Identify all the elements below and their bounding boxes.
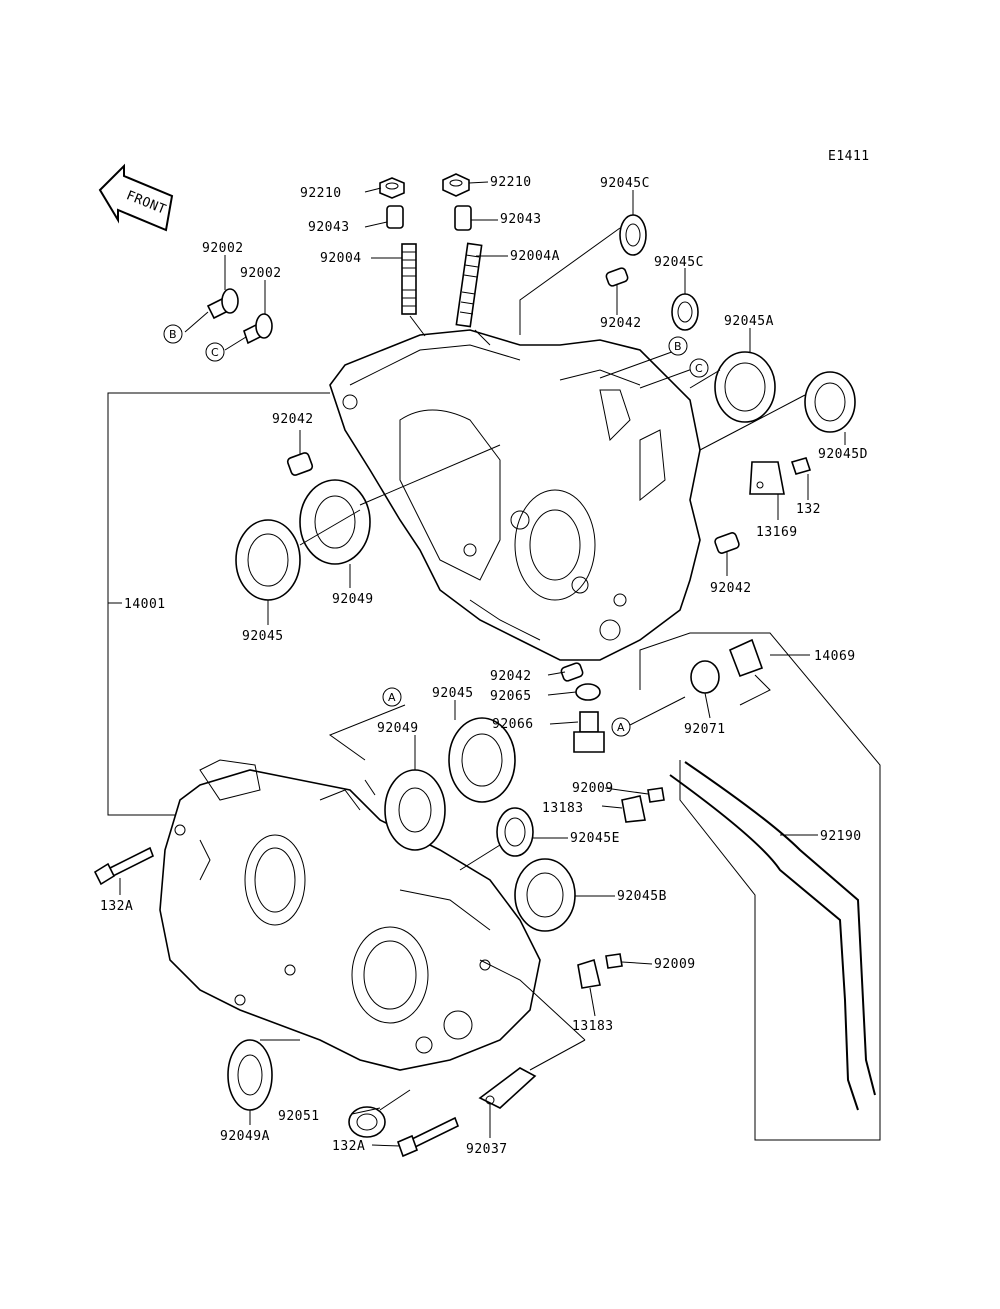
label-13183-top: 13183 xyxy=(542,801,584,816)
bearing-92045D xyxy=(804,371,856,433)
label-92190: 92190 xyxy=(820,829,862,844)
label-92210-left: 92210 xyxy=(300,186,342,201)
leader-lines xyxy=(107,181,881,1147)
bolt-92002-b xyxy=(206,288,239,320)
label-14001: 14001 xyxy=(124,597,166,612)
label-132: 132 xyxy=(796,502,821,517)
fitting-92071 xyxy=(690,638,764,694)
svg-text:A: A xyxy=(388,691,396,704)
diagram-code: E1411 xyxy=(828,149,870,164)
label-92042-low: 92042 xyxy=(490,669,532,684)
dowel-92042-left xyxy=(286,452,314,476)
label-92043-left: 92043 xyxy=(308,220,350,235)
label-92037: 92037 xyxy=(466,1142,508,1157)
seal-92051 xyxy=(348,1106,386,1138)
label-92004A: 92004A xyxy=(510,249,560,264)
nut-92210-right xyxy=(442,173,470,197)
bearing-92045-left xyxy=(235,519,301,601)
bearing-92045C-top xyxy=(619,214,647,256)
label-92045A: 92045A xyxy=(724,314,774,329)
lower-crankcase-left-half xyxy=(159,759,541,1071)
bearing-92045E xyxy=(496,807,534,857)
label-92004: 92004 xyxy=(320,251,362,266)
label-92002-a: 92002 xyxy=(202,241,244,256)
label-92042-top: 92042 xyxy=(600,316,642,331)
bolt-132A-left xyxy=(93,846,155,886)
seal-92049-mid xyxy=(384,769,446,851)
label-92065: 92065 xyxy=(490,689,532,704)
label-92049A: 92049A xyxy=(220,1129,270,1144)
callout-a-top: A xyxy=(382,687,402,707)
bolt-92002-c xyxy=(243,313,273,345)
label-92071: 92071 xyxy=(684,722,726,737)
bolt-132A-bottom xyxy=(396,1116,460,1158)
label-92049-top: 92049 xyxy=(332,592,374,607)
front-arrow-icon: FRONT xyxy=(98,163,174,232)
drain-bolt-92066 xyxy=(573,711,605,753)
dowel-92042-right xyxy=(714,532,740,554)
label-13169: 13169 xyxy=(756,525,798,540)
label-92009-top: 92009 xyxy=(572,781,614,796)
collar-92043-left xyxy=(386,205,404,229)
plate-13183-low xyxy=(577,958,601,989)
bearing-92045A xyxy=(714,351,776,423)
label-92045-left: 92045 xyxy=(242,629,284,644)
collar-92043-right xyxy=(454,205,472,231)
label-92210-right: 92210 xyxy=(490,175,532,190)
label-92045B: 92045B xyxy=(617,889,667,904)
svg-text:B: B xyxy=(674,340,682,353)
label-92045C-top: 92045C xyxy=(600,176,650,191)
label-92051: 92051 xyxy=(278,1109,320,1124)
label-92042-right: 92042 xyxy=(710,581,752,596)
bolt-132 xyxy=(790,457,812,475)
callout-c-left: C xyxy=(205,342,225,362)
nut-92210-left xyxy=(379,177,405,199)
label-92045D: 92045D xyxy=(818,447,868,462)
bolt-92009-top xyxy=(647,787,665,803)
svg-text:B: B xyxy=(169,328,177,341)
hose-92190 xyxy=(669,761,876,1111)
label-92045C-mid: 92045C xyxy=(654,255,704,270)
svg-text:C: C xyxy=(211,346,219,359)
label-92049-mid: 92049 xyxy=(377,721,419,736)
label-92066: 92066 xyxy=(492,717,534,732)
callout-b-right: B xyxy=(668,336,688,356)
label-132A-bottom: 132A xyxy=(332,1139,365,1154)
bolt-92009-low xyxy=(605,953,623,969)
svg-text:A: A xyxy=(617,721,625,734)
label-13183-low: 13183 xyxy=(572,1019,614,1034)
svg-text:C: C xyxy=(695,362,703,375)
plate-13183-top xyxy=(621,795,646,823)
seal-92049A xyxy=(227,1039,273,1111)
label-92045E: 92045E xyxy=(570,831,620,846)
bearing-92045B xyxy=(514,858,576,932)
part-labels: 92210 92210 92045C 92043 92043 92004 920… xyxy=(100,175,868,1157)
callout-c-right: C xyxy=(689,358,709,378)
label-92009-low: 92009 xyxy=(654,957,696,972)
callout-a-right: A xyxy=(611,717,631,737)
dowel-92042-low xyxy=(560,662,584,682)
bracket-92037 xyxy=(478,1067,537,1109)
label-92002-b: 92002 xyxy=(240,266,282,281)
callout-b-left: B xyxy=(163,324,183,344)
label-92045-mid: 92045 xyxy=(432,686,474,701)
washer-92065 xyxy=(575,683,601,701)
bearing-92045-mid xyxy=(448,717,516,803)
plate-13169 xyxy=(749,461,785,495)
label-92043-right: 92043 xyxy=(500,212,542,227)
stud-92004 xyxy=(401,243,417,315)
seal-92049-top xyxy=(299,479,371,565)
bearing-92045C-mid xyxy=(671,293,699,331)
dowel-92042-top xyxy=(605,267,629,287)
label-92042-left: 92042 xyxy=(272,412,314,427)
stud-92004A xyxy=(455,242,483,328)
label-14069: 14069 xyxy=(814,649,856,664)
upper-crankcase-right-half xyxy=(329,329,701,661)
label-132A-left: 132A xyxy=(100,899,133,914)
